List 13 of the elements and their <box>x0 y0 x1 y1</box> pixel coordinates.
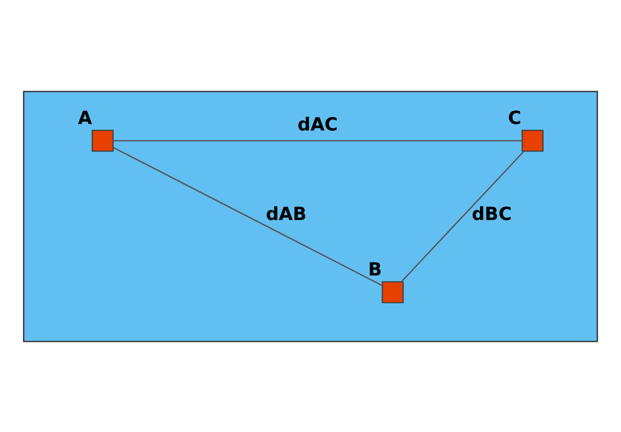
edge-label: dAC <box>298 114 338 136</box>
node-box <box>522 129 544 152</box>
edge-label: dBC <box>472 203 512 224</box>
connector <box>113 140 522 141</box>
node-label: A <box>78 108 92 129</box>
connector <box>401 150 524 282</box>
edge-label: dAB <box>266 203 307 224</box>
cluster <box>23 90 598 342</box>
node-box <box>92 129 114 152</box>
node-label: C <box>508 108 522 129</box>
node-label: B <box>368 259 382 280</box>
node-box <box>382 280 404 303</box>
connector <box>113 146 383 286</box>
